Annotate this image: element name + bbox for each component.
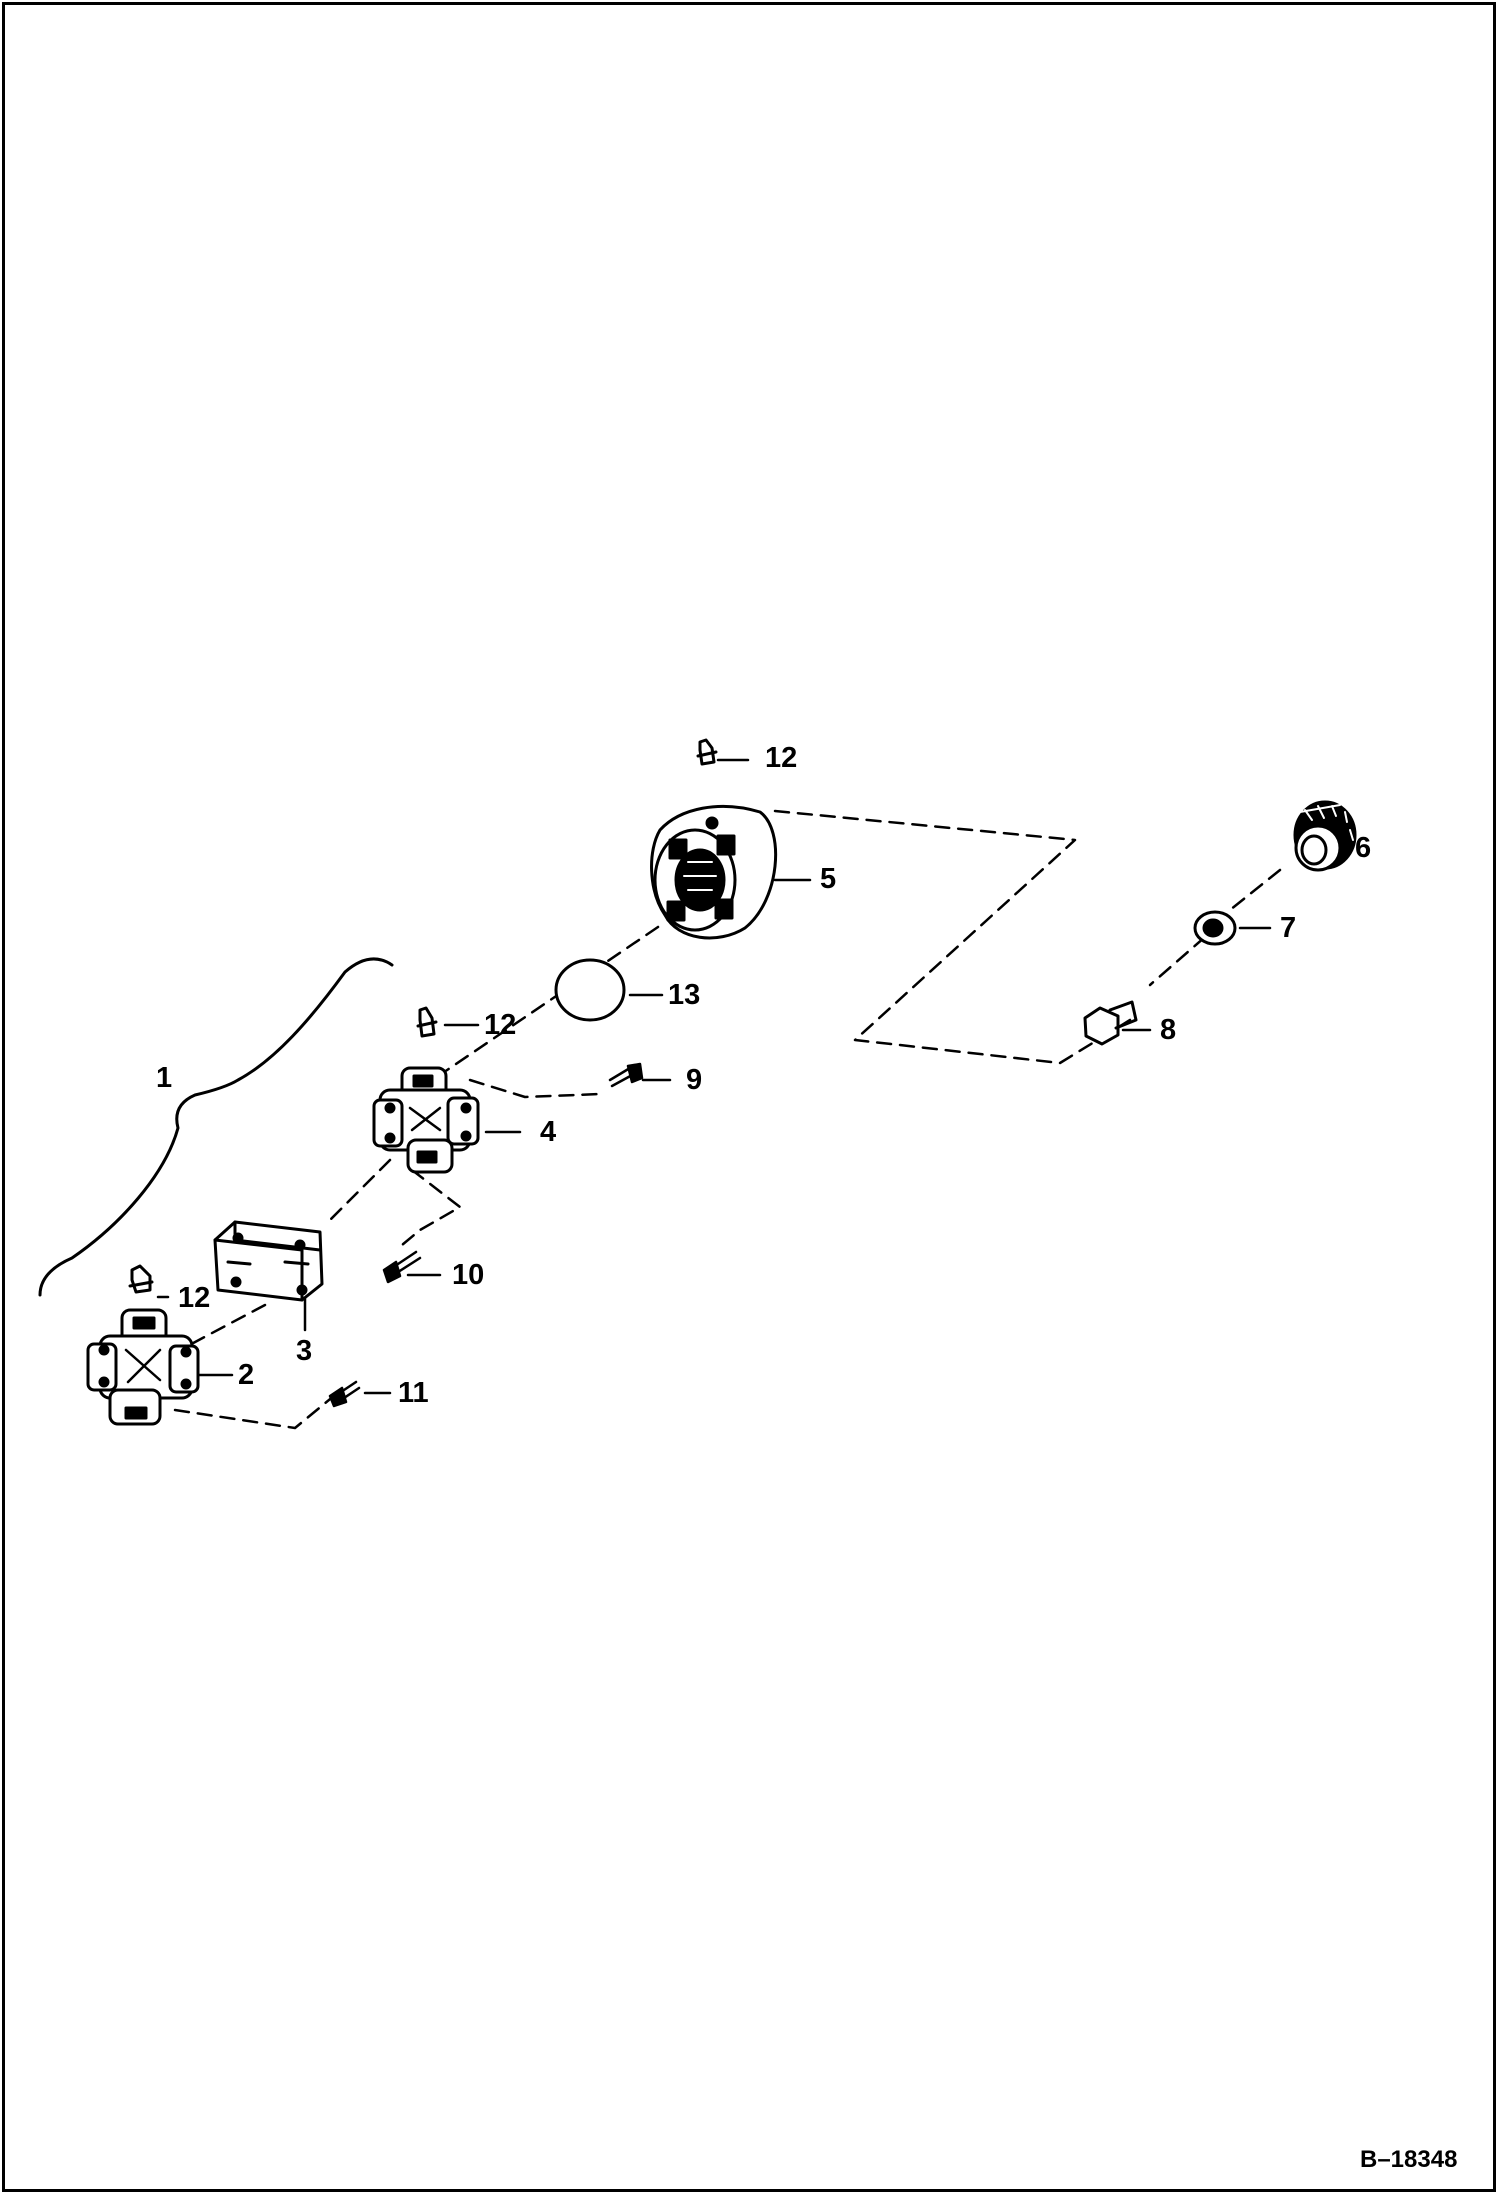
callout-9: 9 xyxy=(686,1064,703,1096)
callout-8: 8 xyxy=(1160,1014,1177,1046)
grease-fitting-lower xyxy=(128,1264,154,1294)
assembly-brace xyxy=(38,957,394,1297)
callout-4: 4 xyxy=(540,1116,557,1148)
washer xyxy=(1193,910,1237,946)
callout-12-top: 12 xyxy=(765,742,798,774)
callout-2: 2 xyxy=(238,1359,255,1391)
cross-journal-2 xyxy=(86,1308,200,1426)
bolt-10 xyxy=(382,1250,422,1284)
bolt-9 xyxy=(608,1062,644,1088)
grease-fitting-middle xyxy=(416,1006,438,1038)
figure-code: B–18348 xyxy=(1360,2146,1458,2173)
grease-fitting-top xyxy=(696,738,718,766)
callout-12-lower: 12 xyxy=(178,1282,211,1314)
callout-10: 10 xyxy=(452,1259,485,1291)
callout-3: 3 xyxy=(296,1335,313,1367)
yoke-housing xyxy=(650,805,778,940)
callout-6: 6 xyxy=(1355,832,1372,864)
bolt-11 xyxy=(328,1380,361,1408)
callout-7: 7 xyxy=(1280,912,1297,944)
callout-1: 1 xyxy=(156,1062,173,1094)
splined-bearing xyxy=(1293,800,1357,872)
callout-12-middle: 12 xyxy=(484,1009,517,1041)
callout-13: 13 xyxy=(668,979,701,1011)
callout-11: 11 xyxy=(398,1377,429,1409)
center-yoke-block xyxy=(213,1220,324,1302)
o-ring xyxy=(554,958,626,1022)
hex-bolt xyxy=(1083,1000,1138,1046)
callout-5: 5 xyxy=(820,863,837,895)
assembly-lines xyxy=(173,809,1282,1430)
cross-journal-4 xyxy=(372,1066,480,1174)
